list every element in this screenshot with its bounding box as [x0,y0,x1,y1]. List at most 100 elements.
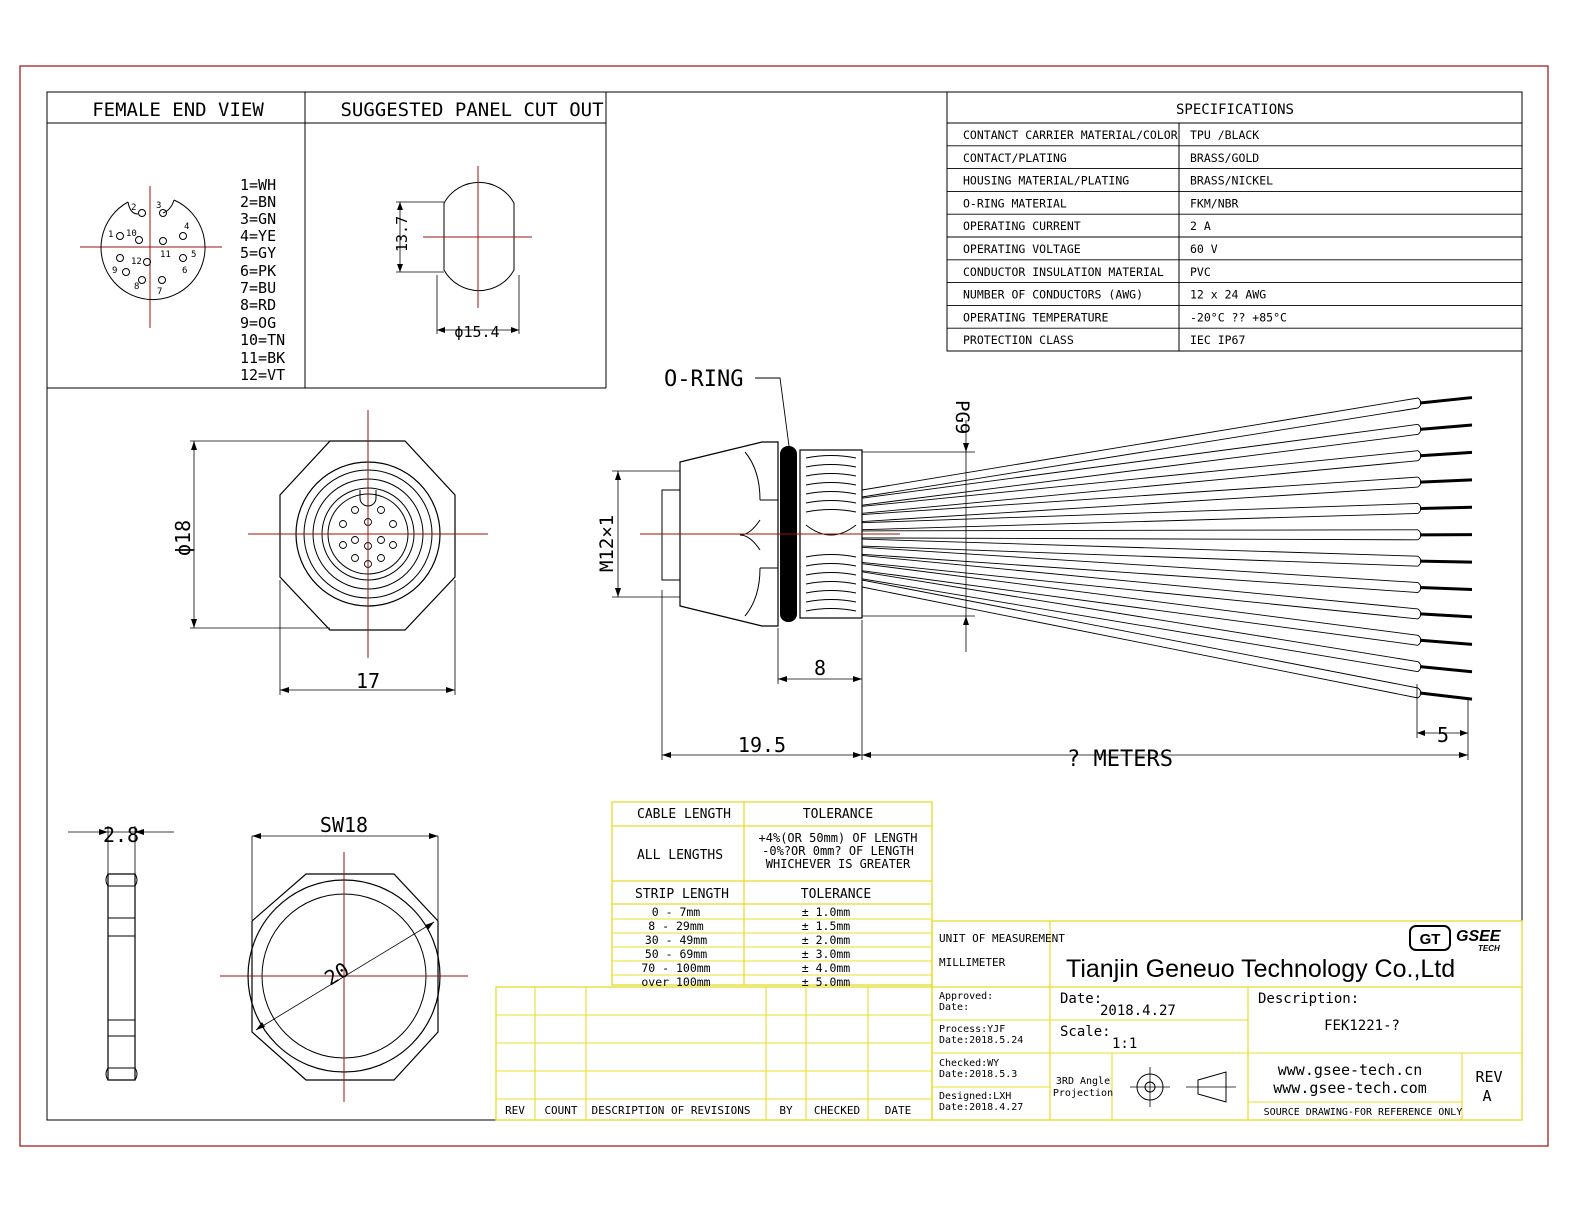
date-label: Date: [1060,991,1102,1007]
rev-label: REV [1475,1068,1502,1086]
spec-value: TPU /BLACK [1190,128,1259,142]
pin-label-8: 8 [134,282,139,292]
strip-tolerance: ± 2.0mm [802,933,851,947]
female-end-view-panel: FEMALE END VIEW SUGGESTED PANEL CUT OUT … [47,92,607,389]
pin-color-11: 11=BK [240,349,285,367]
panel-dim-width: ϕ15.4 [454,323,499,341]
spec-value: -20°C ?? +85°C [1190,310,1287,324]
side-dim-length: ? METERS [1067,747,1173,772]
tol-cable-length-header: CABLE LENGTH [637,807,731,822]
nut-dim-sw: SW18 [320,813,368,837]
outer-border [19,65,1549,1147]
side-dim-pg: PG9 [951,400,973,434]
scale-label: Scale: [1060,1024,1111,1040]
tol-tolerance-header: TOLERANCE [803,807,873,822]
female-end-view-title: FEMALE END VIEW [92,99,264,121]
pin-label-4: 4 [184,222,189,232]
pin-label-5: 5 [191,250,196,260]
strip-tolerance: ± 1.5mm [802,919,851,933]
pin-label-9: 9 [112,266,117,276]
strip-range: 8 - 29mm [648,919,703,933]
projection-line-2: Projection [1053,1088,1113,1099]
pin-label-10: 10 [126,229,137,239]
pin-label-1: 1 [108,230,113,240]
website-1: www.gsee-tech.cn [1278,1061,1423,1079]
source-note: SOURCE DRAWING-FOR REFERENCE ONLY [1264,1107,1463,1118]
strip-range: 70 - 100mm [641,961,710,975]
spec-key: CONTANCT CARRIER MATERIAL/COLOR [963,128,1178,142]
approved-label: Approved: [939,991,993,1002]
pin-label-7: 7 [157,287,162,297]
tol-all-lengths-line-3: WHICHEVER IS GREATER [766,857,911,871]
checked-date: Date:2018.5.3 [939,1069,1017,1080]
rev-header-checked: CHECKED [814,1104,860,1117]
title-block: UNIT OF MEASUREMENT MILLIMETER Tianjin G… [931,920,1523,1121]
spec-key: OPERATING CURRENT [963,219,1081,233]
unit-label: UNIT OF MEASUREMENT [939,932,1065,945]
pin-color-6: 6=PK [240,262,276,280]
pin-color-1: 1=WH [240,176,276,194]
panel-dim-height: 13.7 [393,216,411,252]
website-2: www.gsee-tech.com [1273,1079,1427,1097]
spec-value: PVC [1190,265,1211,279]
tol-strip-length-header: STRIP LENGTH [635,887,729,902]
description-label: Description: [1258,991,1359,1007]
pin-label-12: 12 [131,257,142,267]
side-dim-19-5: 19.5 [738,733,786,757]
nut-side-view: 2.8 [68,823,174,1081]
rev-header-description: DESCRIPTION OF REVISIONS [592,1104,751,1117]
rev-header-by: BY [779,1104,793,1117]
strip-tolerance: ± 5.0mm [802,975,851,989]
logo-text: GSEE [1456,928,1502,945]
pin-color-10: 10=TN [240,331,285,349]
front-dim-width: 17 [356,669,380,693]
strip-range: 0 - 7mm [652,905,701,919]
pin-color-12: 12=VT [240,366,285,384]
spec-value: BRASS/NICKEL [1190,174,1273,188]
pin-label-6: 6 [182,266,187,276]
pin-color-3: 3=GN [240,210,276,228]
pin-label-3: 3 [156,201,161,211]
tol-all-lengths-line-1: +4%(OR 50mm) OF LENGTH [759,831,918,845]
projection-line-1: 3RD Angle [1056,1076,1110,1087]
spec-value: FKM/NBR [1190,196,1239,210]
third-angle-projection-icon [1130,1067,1236,1107]
spec-value: IEC IP67 [1190,333,1245,347]
spec-key: CONDUCTOR INSULATION MATERIAL [963,265,1164,279]
process-label: Process:YJF [939,1024,1005,1035]
side-dim-8: 8 [814,656,826,680]
spec-value: BRASS/GOLD [1190,151,1259,165]
pin-color-5: 5=GY [240,244,276,262]
strip-range: 30 - 49mm [645,933,707,947]
spec-key: OPERATING TEMPERATURE [963,310,1108,324]
logo-mark: GT [1420,931,1441,948]
pin-color-8: 8=RD [240,296,276,314]
strip-tolerance: ± 3.0mm [802,947,851,961]
tol-all-lengths-line-2: -0%?OR 0mm? OF LENGTH [762,844,914,858]
female-pin-face: 1 2 3 4 5 6 7 8 9 10 11 12 [80,186,222,328]
strip-tolerance: ± 4.0mm [802,961,851,975]
rev-value: A [1482,1087,1491,1105]
rev-header-rev: REV [505,1104,525,1117]
spec-key: PROTECTION CLASS [963,333,1074,347]
tol-strip-tolerance-header: TOLERANCE [801,887,871,902]
date-value: 2018.4.27 [1100,1003,1176,1019]
spec-value: 2 A [1190,219,1211,233]
checked-label: Checked:WY [939,1058,999,1069]
spec-key: NUMBER OF CONDUCTORS (AWG) [963,288,1143,302]
revision-table: REV COUNT DESCRIPTION OF REVISIONS BY CH… [495,986,933,1121]
specifications-title: SPECIFICATIONS [1176,102,1294,118]
nut-dim-diag: 20 [320,957,353,990]
tol-all-lengths-label: ALL LENGTHS [637,848,723,863]
designed-label: Designed:LXH [939,1091,1011,1102]
spec-value: 60 V [1190,242,1218,256]
strip-range: 50 - 69mm [645,947,707,961]
pin-color-2: 2=BN [240,193,276,211]
spec-key: OPERATING VOLTAGE [963,242,1081,256]
front-dim-diameter: ϕ18 [171,520,195,556]
side-view: O-RING M12×1 PG9 8 19.5 ? METERS 5 [596,367,1473,772]
pin-color-4: 4=YE [240,227,276,245]
nut-dim-thickness: 2.8 [103,823,139,847]
